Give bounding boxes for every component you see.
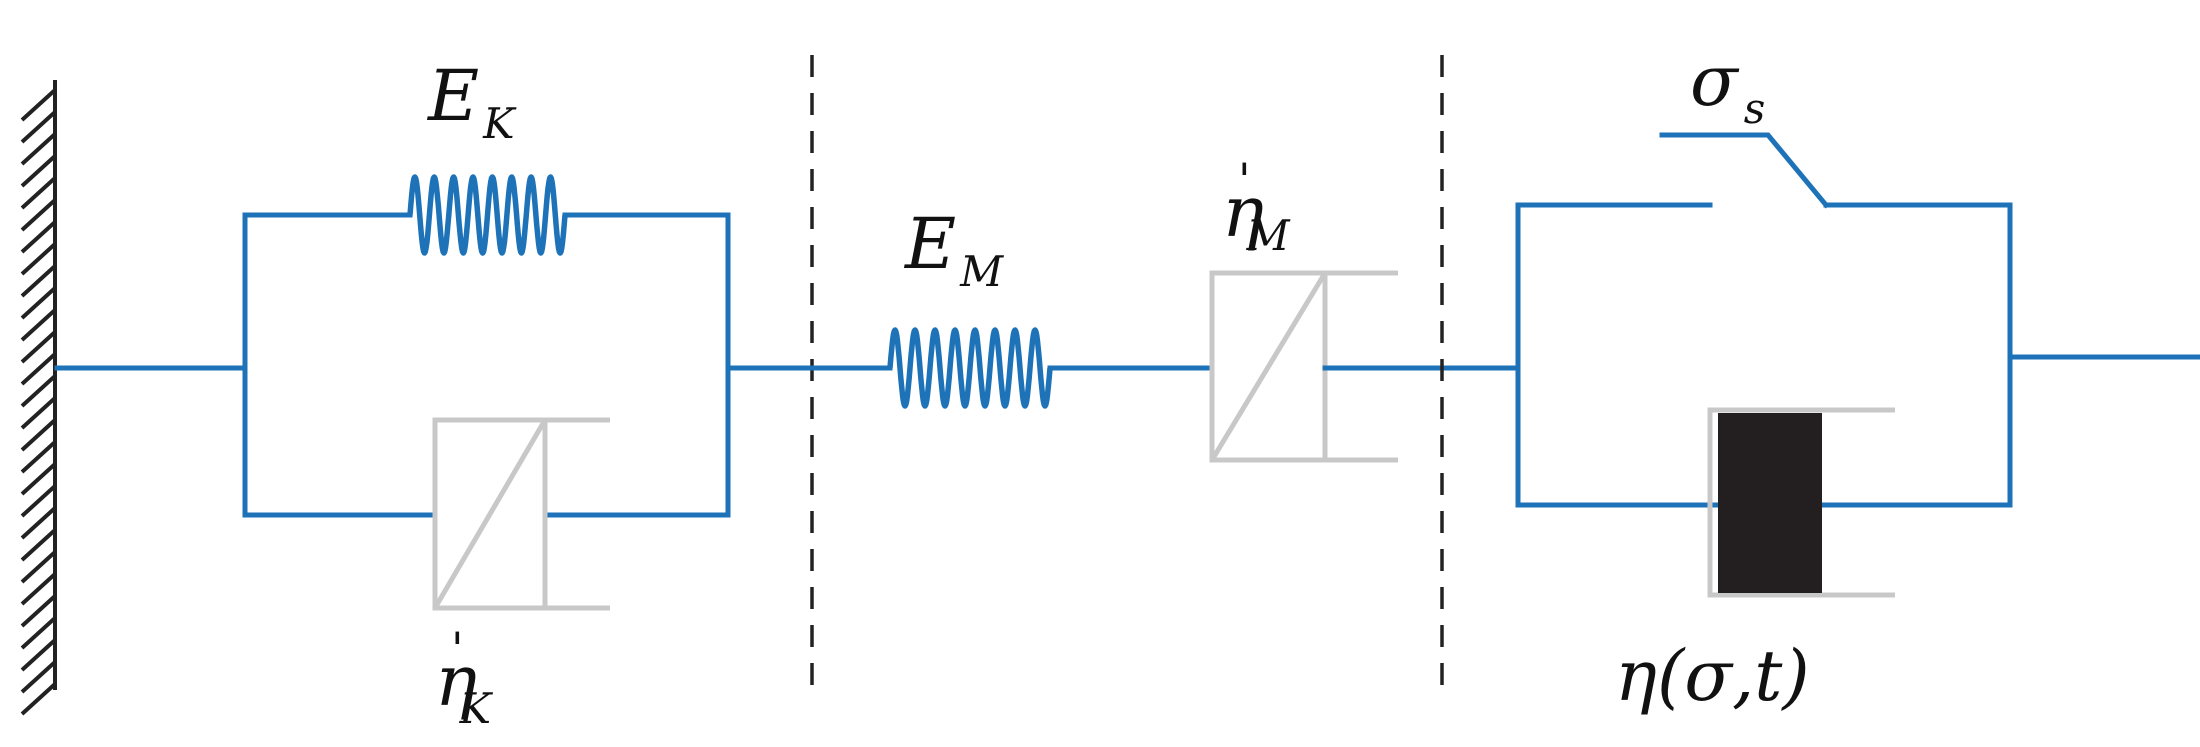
slider-switch-sigma-s xyxy=(1659,132,1830,209)
label-eta-K: η'K xyxy=(435,622,494,733)
label-E-M: EM xyxy=(903,203,1004,296)
label-eta-M: η'M xyxy=(1222,153,1291,260)
viscoplastic-element xyxy=(1515,132,2200,598)
spring-E-M xyxy=(887,327,1053,409)
nonlinear-dashpot-eta xyxy=(1707,407,1895,598)
label-eta-sigma-t: η(σ,t) xyxy=(1615,635,1810,717)
spring-E-K xyxy=(407,174,568,256)
dashpot-eta-K xyxy=(432,417,610,611)
maxwell-element xyxy=(725,270,1521,463)
fixed-wall xyxy=(20,80,57,716)
kelvin-element xyxy=(54,174,731,611)
nonlinear-dashpot-piston xyxy=(1718,413,1822,593)
label-E-K: EK xyxy=(426,55,517,148)
